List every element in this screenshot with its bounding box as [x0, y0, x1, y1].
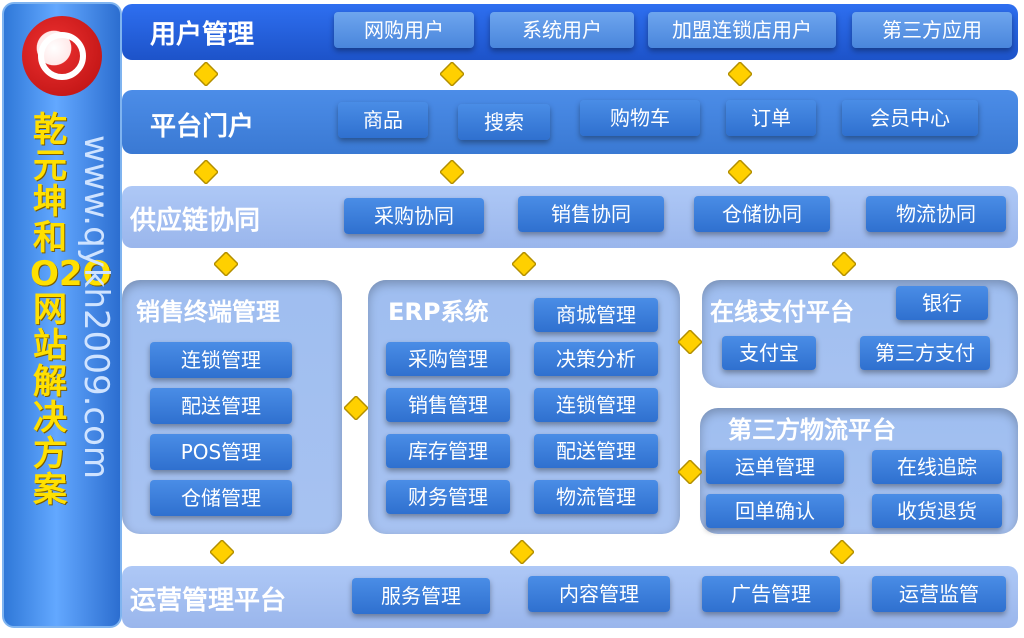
panel-logistics-title: 第三方物流平台 [728, 416, 896, 444]
logistics-item[interactable]: 在线追踪 [872, 450, 1002, 484]
logistics-item[interactable]: 回单确认 [706, 494, 844, 528]
portal-item[interactable]: 商品 [338, 102, 428, 138]
erp-item[interactable]: 库存管理 [386, 434, 510, 468]
row-portal-title: 平台门户 [150, 112, 255, 142]
logo-ring [38, 32, 86, 80]
double-arrow-icon [510, 540, 534, 564]
erp-item[interactable]: 连锁管理 [534, 388, 658, 422]
users-item[interactable]: 加盟连锁店用户 [648, 12, 836, 48]
erp-item[interactable]: 配送管理 [534, 434, 658, 468]
double-arrow-icon [678, 330, 702, 354]
sidebar-url: www.qykh2009.com [76, 135, 116, 480]
supply-item[interactable]: 物流协同 [866, 196, 1006, 232]
erp-item[interactable]: 商城管理 [534, 298, 658, 332]
users-item[interactable]: 系统用户 [490, 12, 634, 48]
double-arrow-icon [512, 252, 536, 276]
users-item[interactable]: 第三方应用 [852, 12, 1012, 48]
pos-item[interactable]: 仓储管理 [150, 480, 292, 516]
portal-item[interactable]: 搜索 [458, 104, 550, 140]
double-arrow-icon [440, 160, 464, 184]
row-supply-title: 供应链协同 [130, 206, 261, 236]
pos-item[interactable]: 连锁管理 [150, 342, 292, 378]
erp-item[interactable]: 决策分析 [534, 342, 658, 376]
supply-item[interactable]: 仓储协同 [694, 196, 830, 232]
row-ops-title: 运营管理平台 [130, 586, 287, 616]
double-arrow-icon [210, 540, 234, 564]
double-arrow-icon [194, 160, 218, 184]
supply-item[interactable]: 采购协同 [344, 198, 484, 234]
portal-item[interactable]: 购物车 [580, 100, 700, 136]
row-users-title: 用户管理 [150, 20, 255, 50]
pay-item[interactable]: 第三方支付 [860, 336, 990, 370]
erp-item[interactable]: 财务管理 [386, 480, 510, 514]
double-arrow-icon [728, 62, 752, 86]
ops-item[interactable]: 内容管理 [528, 576, 670, 612]
pos-item[interactable]: 配送管理 [150, 388, 292, 424]
panel-pay-title: 在线支付平台 [710, 298, 854, 326]
double-arrow-icon [194, 62, 218, 86]
double-arrow-icon [832, 252, 856, 276]
pos-item[interactable]: POS管理 [150, 434, 292, 470]
double-arrow-icon [214, 252, 238, 276]
logistics-item[interactable]: 收货退货 [872, 494, 1002, 528]
sidebar [2, 2, 122, 628]
erp-item[interactable]: 采购管理 [386, 342, 510, 376]
ops-item[interactable]: 运营监管 [872, 576, 1006, 612]
double-arrow-icon [678, 460, 702, 484]
portal-item[interactable]: 会员中心 [842, 100, 978, 136]
erp-item[interactable]: 物流管理 [534, 480, 658, 514]
double-arrow-icon [830, 540, 854, 564]
sidebar-title: 乾元坤和O2O网站解决方案 [30, 110, 111, 510]
pay-item[interactable]: 支付宝 [722, 336, 816, 370]
pay-item[interactable]: 银行 [896, 286, 988, 320]
erp-item[interactable]: 销售管理 [386, 388, 510, 422]
ops-item[interactable]: 广告管理 [702, 576, 840, 612]
double-arrow-icon [728, 160, 752, 184]
panel-erp-title: ERP系统 [388, 298, 489, 326]
portal-item[interactable]: 订单 [726, 100, 816, 136]
logistics-item[interactable]: 运单管理 [706, 450, 844, 484]
panel-pos-title: 销售终端管理 [136, 298, 280, 326]
double-arrow-icon [440, 62, 464, 86]
ops-item[interactable]: 服务管理 [352, 578, 490, 614]
supply-item[interactable]: 销售协同 [518, 196, 664, 232]
users-item[interactable]: 网购用户 [334, 12, 474, 48]
double-arrow-icon [344, 396, 368, 420]
